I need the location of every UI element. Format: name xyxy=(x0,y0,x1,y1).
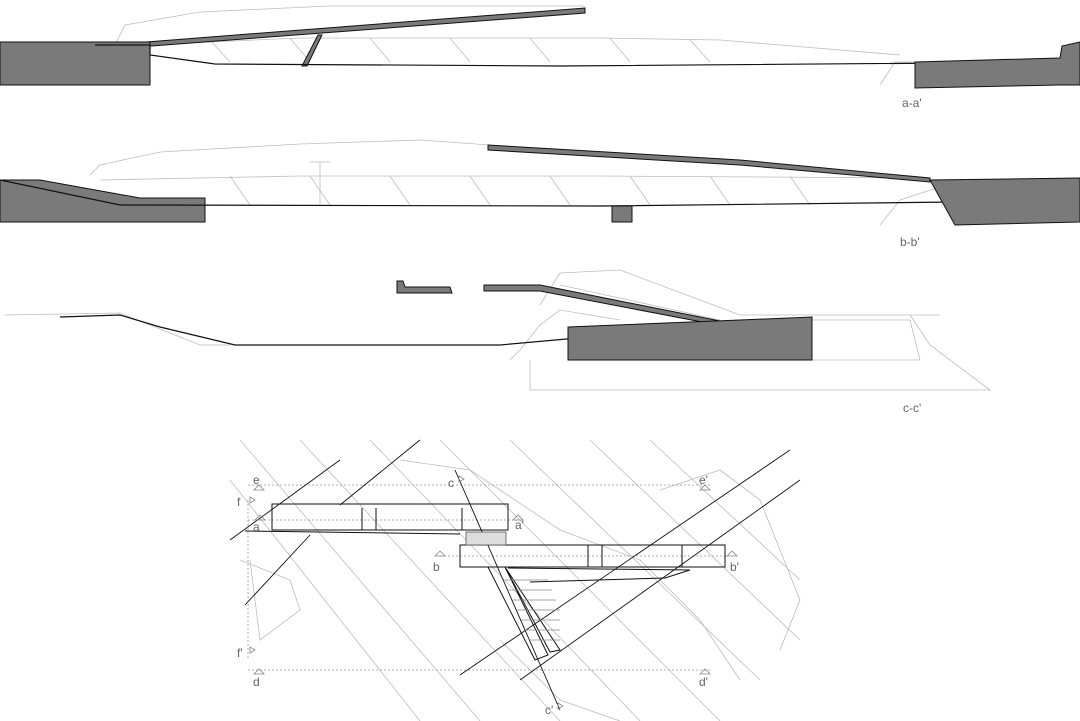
plan-marker-f: f xyxy=(237,495,241,509)
plan-marker-b: b xyxy=(433,560,440,574)
section-label-a: a-a' xyxy=(902,96,922,110)
plan-marker-c-prime: c' xyxy=(545,703,554,717)
plan-marker-e-prime: e' xyxy=(699,473,708,487)
plan-marker-a: a xyxy=(253,520,260,534)
plan-marker-b-prime: b' xyxy=(730,560,739,574)
plan-marker-d-prime: d' xyxy=(699,675,708,689)
plan-marker-c: c xyxy=(448,476,454,490)
section-c-drawing xyxy=(4,269,992,391)
section-b-drawing xyxy=(0,139,1080,226)
plan-marker-d: d xyxy=(253,675,260,689)
plan-marker-a-prime: a' xyxy=(515,518,524,532)
plan-marker-f-prime: f' xyxy=(237,646,243,660)
section-label-b: b-b' xyxy=(900,235,920,249)
plan-marker-e: e xyxy=(253,473,260,487)
section-a-drawing xyxy=(0,5,1080,89)
section-label-c: c-c' xyxy=(903,401,922,415)
